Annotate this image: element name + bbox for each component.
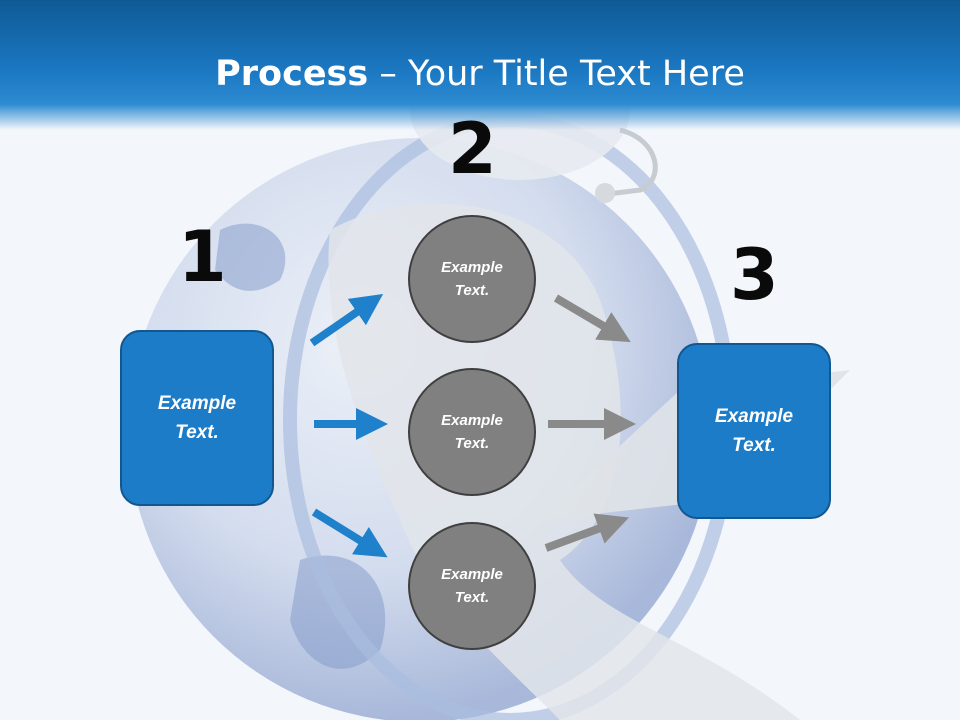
step-2-circle-middle: Example Text.: [408, 368, 536, 496]
title-bold: Process: [215, 54, 369, 94]
step-2-circle-top: Example Text.: [408, 215, 536, 343]
gray-arrow-down: [553, 294, 631, 343]
blue-arrow-up: [309, 293, 384, 347]
headset-mic: [595, 183, 615, 203]
step-2-circle-bottom: Example Text.: [408, 522, 536, 650]
step-number-3: 3: [730, 234, 779, 316]
gray-arrow-up: [544, 513, 630, 552]
step-3-box: Example Text.: [677, 343, 831, 519]
continent-shape: [215, 223, 286, 291]
title-bar: [0, 0, 960, 130]
blue-arrow-down: [311, 508, 388, 558]
step-number-1: 1: [178, 216, 227, 298]
step-number-2: 2: [448, 108, 497, 190]
step-1-box: Example Text.: [120, 330, 274, 506]
page-title: Process – Your Title Text Here: [0, 52, 960, 96]
title-rest: – Your Title Text Here: [368, 54, 745, 94]
headset-shape: [599, 127, 658, 198]
